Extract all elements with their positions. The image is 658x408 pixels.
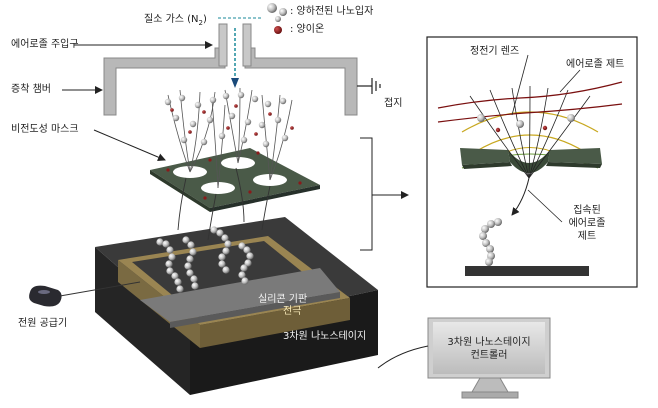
particles-above-mask [164,91,294,148]
silicon-substrate [140,268,340,328]
chain-1 [156,238,184,293]
deposition-chamber-label: 증착 챔버 [11,84,51,95]
controller-monitor [377,317,551,399]
controller-label: 3차원 나노스테이지 컨트롤러 [447,337,531,361]
label-arrows [62,41,213,161]
ground-label: 접지 [384,98,403,109]
deposition-chamber [103,47,358,116]
positive-ion-legend: : 양이온 [290,24,325,35]
chain-3 [210,226,232,274]
nitrogen-flow-line [218,17,262,88]
focused-aerosol-jet-label: 집속된 에어로졸 제트 [568,205,606,242]
chain-2 [182,236,199,290]
power-supply [29,281,141,307]
legend-icons [267,3,287,34]
aerosol-jets-below-mask [177,167,271,241]
zoom-bracket-arrow [360,137,409,251]
nonconductive-mask-label: 비전도성 마스크 [11,124,79,135]
nonconductive-mask [150,148,320,212]
zoom-inset [426,36,638,288]
electrode-label: 전극 [283,306,302,317]
ground-symbol [357,78,381,94]
aerosol-inlet-label: 에어로졸 주입구 [11,39,79,50]
electrostatic-lens-label: 정전기 렌즈 [470,46,520,57]
chain-4 [238,242,254,285]
power-supply-label: 전원 공급기 [18,318,68,329]
silicon-substrate-label: 실리콘 기판 [258,294,308,305]
charged-nanoparticle-legend: : 양하전된 나노입자 [290,6,374,17]
inset-nanostructure [479,218,502,266]
nanoparticle-chains [156,226,254,293]
aerosol-jet-label: 에어로졸 제트 [566,59,625,70]
nitrogen-gas-label: 질소 가스 (N2) [144,14,207,27]
aerosol-inlet-nozzle [218,23,252,67]
nanostage-label: 3차원 나노스테이지 [283,331,367,342]
